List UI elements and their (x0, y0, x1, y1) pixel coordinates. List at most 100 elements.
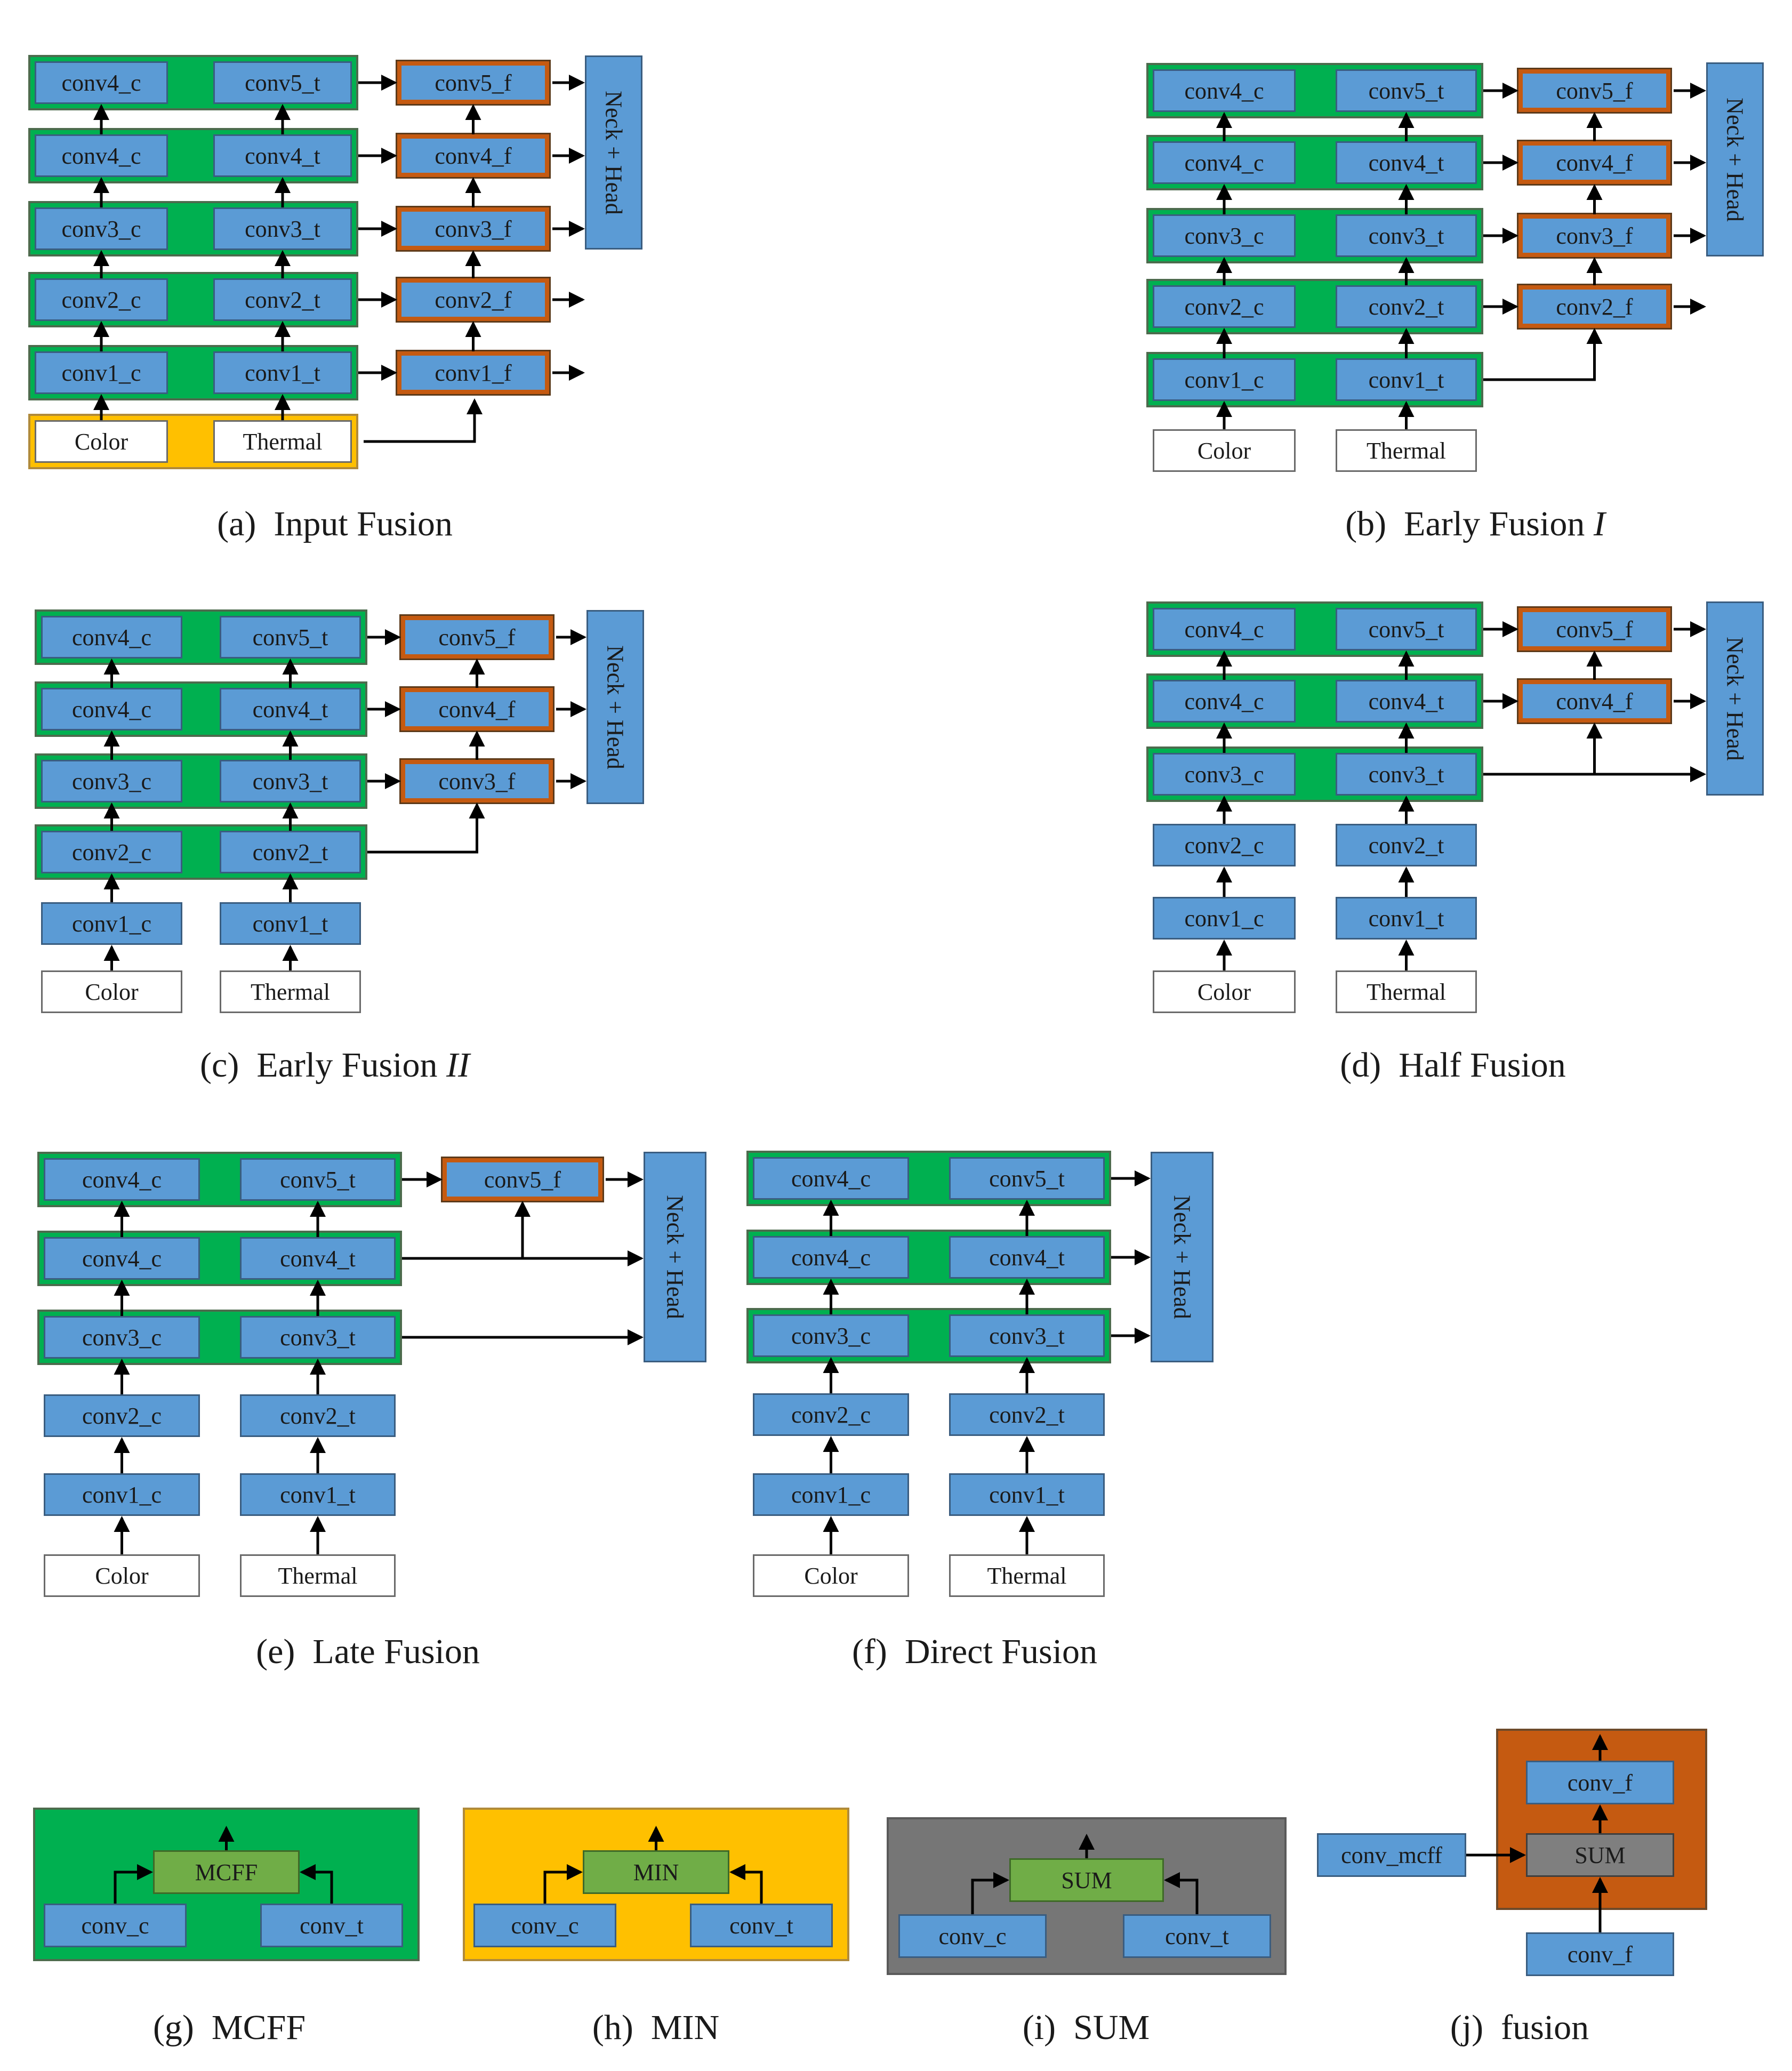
conv5_f-node: conv5_f (396, 60, 551, 106)
conv-t-node: conv_t (260, 1904, 403, 1947)
caption-g: (g) MCFF (153, 2008, 306, 2048)
thermal-input: Thermal (220, 970, 361, 1013)
arrow-right-icon (729, 1864, 763, 1904)
caption-f: (f) Direct Fusion (852, 1632, 1097, 1672)
conv2_t-node: conv2_t (240, 1394, 396, 1437)
caption-suffix: II (446, 1046, 470, 1085)
color-input: Color (1153, 970, 1296, 1013)
caption-label: (f) (851, 1632, 887, 1671)
conv2_f-node: conv2_f (1517, 284, 1672, 330)
conv4_f-node: conv4_f (1517, 678, 1672, 724)
arrow-right-icon (1483, 722, 1603, 776)
conv4_f-node: conv4_f (396, 133, 551, 179)
neck-head-e: Neck + Head (644, 1152, 706, 1362)
conv4_t-node: conv4_t (213, 134, 352, 177)
conv-c-node: conv_c (44, 1904, 187, 1947)
conv-f-input-node: conv_f (1526, 1932, 1674, 1976)
arrow-right-icon (114, 1864, 154, 1904)
conv1_c-node: conv1_c (35, 351, 168, 394)
conv1_t-node: conv1_t (213, 351, 352, 394)
caption-title: Input Fusion (274, 504, 453, 543)
caption-a: (a) Input Fusion (217, 504, 453, 544)
caption-label: (b) (1345, 504, 1387, 543)
conv1_c-node: conv1_c (753, 1473, 909, 1516)
neck-head-c: Neck + Head (586, 610, 644, 804)
caption-label: (c) (200, 1046, 239, 1085)
caption-label: (i) (1022, 2008, 1056, 2047)
caption-title: Half Fusion (1399, 1046, 1566, 1085)
conv4_t-node: conv4_t (1336, 141, 1477, 184)
conv1_c-node: conv1_c (1153, 358, 1296, 401)
conv2_t-node: conv2_t (220, 831, 361, 873)
conv2_t-node: conv2_t (1336, 285, 1477, 328)
conv1_c-node: conv1_c (1153, 897, 1296, 940)
conv1_t-node: conv1_t (949, 1473, 1105, 1516)
thermal-input: Thermal (213, 420, 352, 463)
conv2_c-node: conv2_c (753, 1393, 909, 1436)
arrow-right-icon (971, 1872, 1010, 1914)
thermal-input: Thermal (1336, 429, 1477, 472)
conv5_f-node: conv5_f (1517, 68, 1672, 114)
conv1_c-node: conv1_c (41, 902, 182, 945)
conv4_t-node: conv4_t (240, 1237, 396, 1280)
caption-j: (j) fusion (1450, 2008, 1589, 2048)
conv4_c-node: conv4_c (44, 1237, 200, 1280)
neck-head-a: Neck + Head (585, 55, 642, 250)
conv4_c-node: conv4_c (35, 61, 168, 104)
min-node: MIN (583, 1850, 729, 1894)
conv5_f-node: conv5_f (441, 1157, 604, 1202)
conv3_t-node: conv3_t (240, 1316, 396, 1359)
caption-title: Direct Fusion (904, 1632, 1098, 1671)
caption-suffix: I (1593, 504, 1605, 543)
conv1_f-node: conv1_f (396, 350, 551, 396)
neck-head-f: Neck + Head (1151, 1152, 1214, 1362)
thermal-input: Thermal (1336, 970, 1477, 1013)
arrow-right-icon (1163, 1872, 1199, 1914)
color-input: Color (753, 1554, 909, 1597)
conv4_c-node: conv4_c (41, 688, 182, 731)
conv5_t-node: conv5_t (1336, 608, 1477, 651)
caption-c: (c) Early Fusion II (200, 1045, 470, 1086)
conv4_f-node: conv4_f (399, 686, 555, 732)
conv3_t-node: conv3_t (1336, 214, 1477, 257)
conv2_c-node: conv2_c (1153, 285, 1296, 328)
conv2_f-node: conv2_f (396, 277, 551, 323)
caption-label: (h) (592, 2008, 633, 2047)
arrow-right-icon (543, 1864, 583, 1904)
conv2_t-node: conv2_t (1336, 824, 1477, 866)
color-input: Color (35, 420, 168, 463)
conv5_t-node: conv5_t (240, 1158, 396, 1201)
conv3_c-node: conv3_c (1153, 214, 1296, 257)
caption-title: MCFF (211, 2008, 306, 2047)
conv3_c-node: conv3_c (1153, 753, 1296, 796)
caption-title: Early Fusion (256, 1046, 438, 1085)
arrow-right-icon (364, 398, 483, 443)
conv-mcff-node: conv_mcff (1317, 1833, 1466, 1877)
conv2_t-node: conv2_t (213, 278, 352, 321)
neck-head-d: Neck + Head (1706, 601, 1764, 796)
arrow-right-icon (1483, 327, 1603, 381)
caption-label: (d) (1340, 1046, 1381, 1085)
caption-h: (h) MIN (592, 2008, 719, 2048)
conv5_t-node: conv5_t (1336, 69, 1477, 112)
arrow-right-icon (299, 1864, 333, 1904)
color-input: Color (44, 1554, 200, 1597)
conv-c-node: conv_c (473, 1904, 616, 1947)
caption-title: MIN (650, 2008, 720, 2047)
conv5_f-node: conv5_f (1517, 606, 1672, 652)
thermal-input: Thermal (240, 1554, 396, 1597)
caption-label: (e) (256, 1632, 295, 1671)
conv4_t-node: conv4_t (949, 1236, 1105, 1279)
conv2_c-node: conv2_c (44, 1394, 200, 1437)
mcff-node: MCFF (153, 1850, 300, 1894)
conv3_t-node: conv3_t (220, 760, 361, 802)
conv4_c-node: conv4_c (753, 1236, 909, 1279)
neck-head-b: Neck + Head (1706, 62, 1764, 256)
conv-f-node: conv_f (1526, 1761, 1674, 1804)
conv3_c-node: conv3_c (35, 207, 168, 250)
conv4_c-node: conv4_c (1153, 608, 1296, 651)
conv-t-node: conv_t (1123, 1914, 1271, 1958)
conv1_t-node: conv1_t (1336, 897, 1477, 940)
conv3_c-node: conv3_c (753, 1314, 909, 1357)
